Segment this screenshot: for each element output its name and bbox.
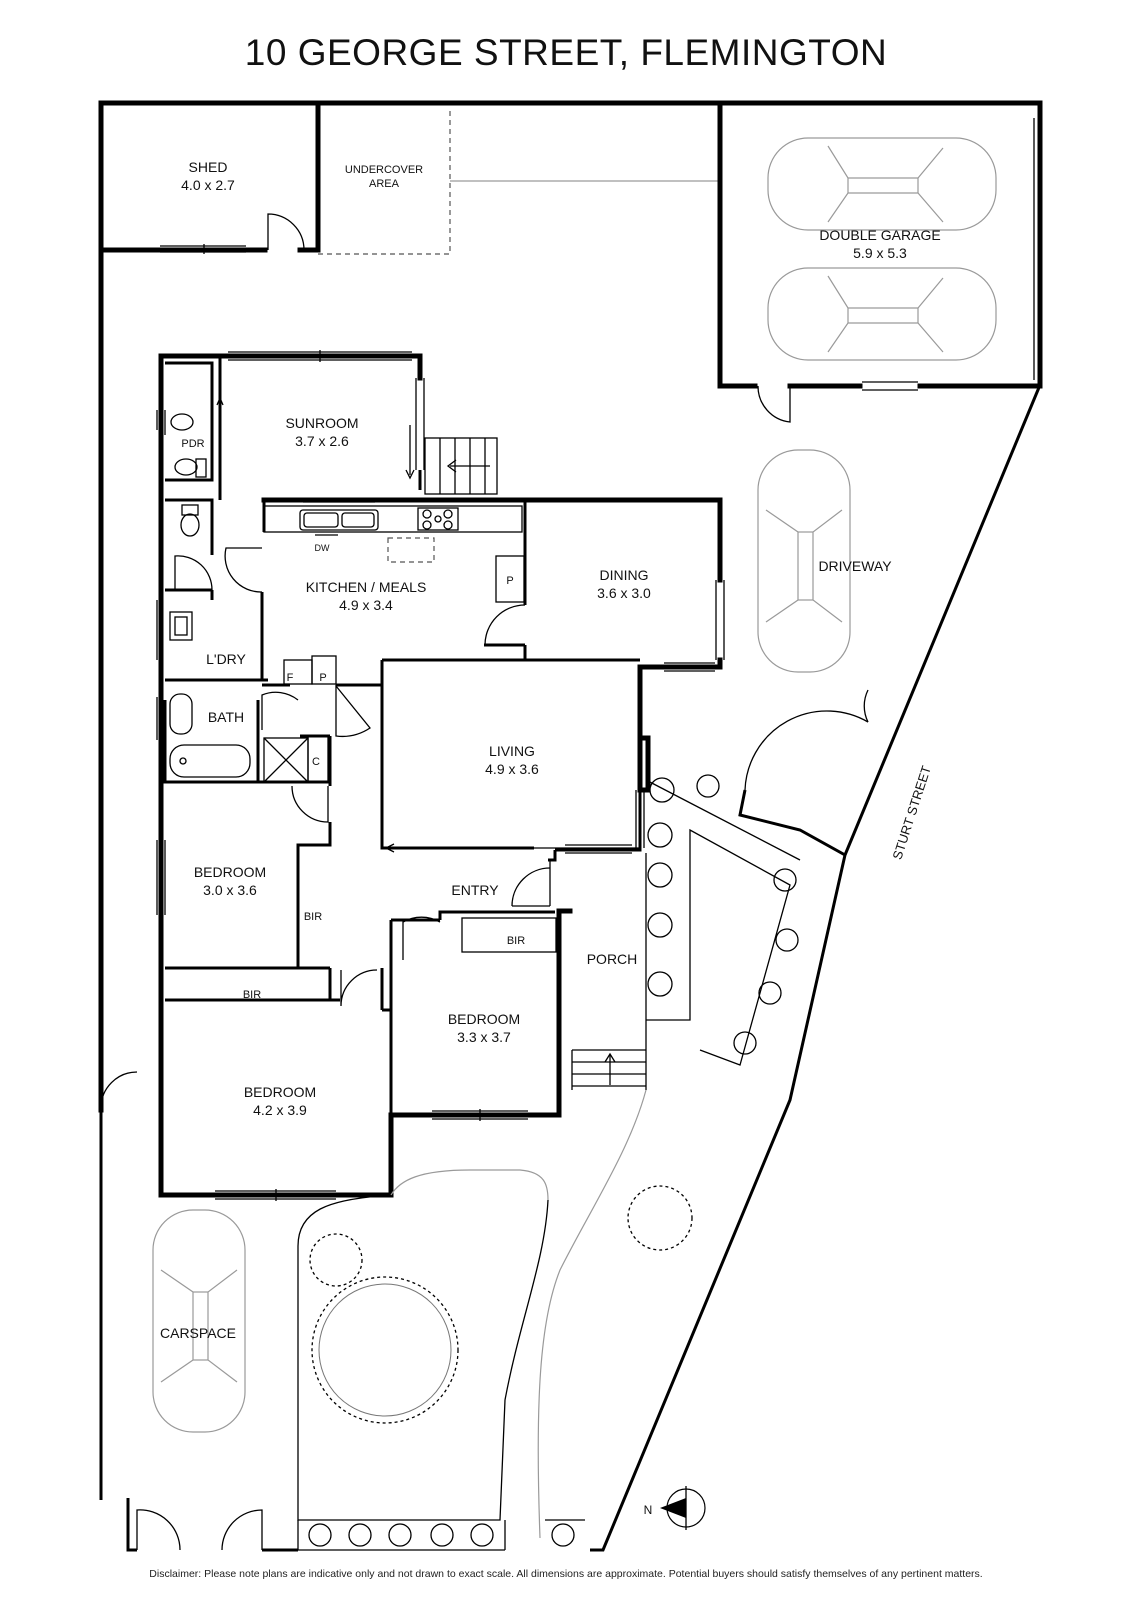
pdr-label: PDR <box>181 438 204 450</box>
fridge-label: F <box>287 672 294 684</box>
pantry-label: P <box>506 575 513 587</box>
street-gate <box>744 689 869 791</box>
living-dims: 4.9 x 3.6 <box>485 761 539 777</box>
back-steps <box>424 437 498 495</box>
powder-room <box>156 361 214 482</box>
pantry-2-label: P <box>319 672 326 684</box>
bedroom-1-dims: 3.0 x 3.6 <box>203 882 257 898</box>
dining-window <box>664 580 725 672</box>
living-room <box>380 658 645 854</box>
car-garage-bottom <box>767 267 997 361</box>
kitchen-fixtures <box>262 500 606 738</box>
bedroom-3-label: BEDROOM <box>244 1084 316 1100</box>
living-label: LIVING <box>489 743 535 759</box>
tree-large <box>311 1276 459 1424</box>
sunroom-dims: 3.7 x 2.6 <box>295 433 349 449</box>
porch <box>571 853 647 1090</box>
tree-front <box>627 1185 693 1251</box>
sunroom-walls <box>216 350 425 500</box>
garage-label: DOUBLE GARAGE <box>819 227 940 243</box>
sunroom-label: SUNROOM <box>285 415 358 431</box>
dining-dims: 3.6 x 3.0 <box>597 585 651 601</box>
compass-icon <box>660 1486 706 1530</box>
undercover-label: UNDERCOVER <box>345 164 423 176</box>
shed-dims: 4.0 x 2.7 <box>181 177 235 193</box>
carspace-label: CARSPACE <box>160 1325 236 1341</box>
dining-label: DINING <box>600 567 649 583</box>
bedroom-2-dims: 3.3 x 3.7 <box>457 1029 511 1045</box>
cupboard-label: C <box>312 756 320 768</box>
garden-path <box>297 1089 647 1551</box>
car-garage-top <box>767 137 997 231</box>
laundry-label: L'DRY <box>206 651 246 667</box>
bir-2-label: BIR <box>243 989 261 1001</box>
bedroom-2-label: BEDROOM <box>448 1011 520 1027</box>
disclaimer: Disclaimer: Please note plans are indica… <box>149 1568 983 1580</box>
bath-label: BATH <box>208 709 244 725</box>
bir-1-label: BIR <box>304 911 322 923</box>
undercover-label-2: AREA <box>369 178 400 190</box>
dishwasher-label: DW <box>315 543 330 553</box>
compass-north-label: N <box>644 1503 653 1517</box>
shed-label: SHED <box>189 159 228 175</box>
bedroom-1-label: BEDROOM <box>194 864 266 880</box>
front-planter <box>645 774 801 1066</box>
shed <box>98 100 321 254</box>
car-carspace <box>152 1209 246 1433</box>
entry-label: ENTRY <box>451 882 499 898</box>
plan-title: 10 GEORGE STREET, FLEMINGTON <box>244 32 888 73</box>
street-label: STURT STREET <box>889 764 933 862</box>
double-garage <box>717 100 1043 423</box>
tree-small <box>309 1233 363 1287</box>
driveway-label: DRIVEWAY <box>818 558 892 574</box>
undercover-area <box>318 108 720 255</box>
car-driveway <box>757 449 851 673</box>
kitchen-label: KITCHEN / MEALS <box>306 579 427 595</box>
bedroom-1-walls <box>156 822 378 1007</box>
bir-3-label: BIR <box>507 935 525 947</box>
bedroom-2-walls <box>389 910 557 1121</box>
bathroom <box>156 691 332 823</box>
kitchen-dims: 4.9 x 3.4 <box>339 597 393 613</box>
garage-dims: 5.9 x 5.3 <box>853 245 907 261</box>
side-gates <box>100 1071 298 1552</box>
wc-laundry <box>156 498 268 682</box>
entry-door <box>511 860 551 907</box>
porch-label: PORCH <box>587 951 638 967</box>
bedroom-3-dims: 4.2 x 3.9 <box>253 1102 307 1118</box>
bedroom-3-walls <box>215 968 391 1201</box>
